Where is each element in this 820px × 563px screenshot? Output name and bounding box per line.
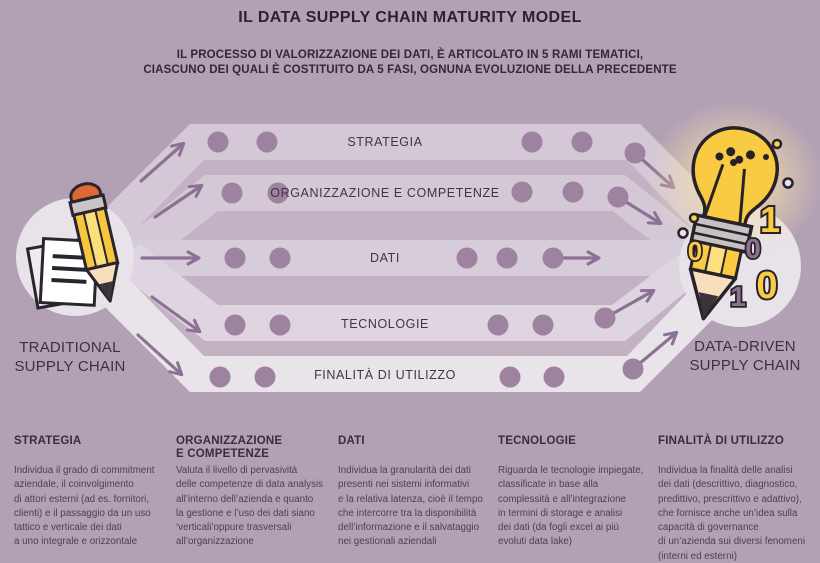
phase-dot: [594, 307, 616, 329]
binary-digit: 1: [760, 199, 780, 240]
pencil-paper-icon: [25, 182, 120, 310]
phase-dot: [267, 182, 289, 204]
phase-dot: [221, 182, 243, 204]
flow-arrow: [139, 141, 186, 183]
phase-dot: [487, 314, 509, 336]
phase-dot: [543, 366, 565, 388]
binary-digit: 0: [688, 236, 702, 266]
legend-heading: TECNOLOGIE: [498, 435, 577, 447]
legend-column-finalita: FINALITÀ DI UTILIZZO Individua la finali…: [658, 435, 816, 563]
phase-dot: [624, 142, 646, 164]
branch-label-organizzazione: ORGANIZZAZIONE E COMPETENZE: [270, 186, 500, 200]
legend-body: Valuta il livello di pervasività delle c…: [176, 465, 324, 548]
page-subtitle: IL PROCESSO DI VALORIZZAZIONE DEI DATI, …: [143, 49, 677, 76]
flow-arrow: [153, 183, 204, 219]
phase-dots: [207, 131, 646, 388]
phase-dot: [224, 314, 246, 336]
branch-band-tecnologie: [112, 244, 702, 341]
page-title: IL DATA SUPPLY CHAIN MATURITY MODEL: [238, 9, 582, 26]
phase-dot: [499, 366, 521, 388]
phase-dot: [269, 247, 291, 269]
phase-dot: [224, 247, 246, 269]
phase-dot: [511, 181, 533, 203]
legend-body: Individua la finalità delle analisi dei …: [658, 465, 806, 562]
binary-digit: 0: [756, 265, 777, 307]
flow-arrow: [150, 295, 202, 334]
branch-label-tecnologie: TECNOLOGIE: [341, 317, 429, 331]
start-arrows: [136, 141, 204, 377]
legend-heading: DATI: [338, 435, 365, 447]
branch-band-dati: [104, 240, 712, 276]
phase-dot: [256, 131, 278, 153]
phase-dot: [269, 314, 291, 336]
phase-dot: [607, 186, 629, 208]
phase-dot: [562, 181, 584, 203]
filament: [715, 147, 755, 167]
sparkle-dot: [782, 177, 794, 189]
flow-arrow: [136, 333, 184, 377]
phase-dot: [571, 131, 593, 153]
sparkle-dot: [771, 138, 783, 150]
phase-dot: [532, 314, 554, 336]
phase-dot: [521, 131, 543, 153]
sparkle-dot: [677, 227, 689, 239]
branch-label-strategia: STRATEGIA: [347, 135, 423, 149]
data-driven-node-label: DATA-DRIVEN SUPPLY CHAIN: [689, 338, 801, 374]
sparkle-dot: [763, 154, 769, 160]
pencil: [68, 182, 120, 303]
legend-column-dati: DATI Individua la granularità dei dati p…: [338, 435, 496, 550]
legend-column-tecnologie: TECNOLOGIE Riguarda le tecnologie impieg…: [498, 435, 656, 550]
phase-dot: [254, 366, 276, 388]
legend-heading: STRATEGIA: [14, 435, 82, 447]
branch-band-finalita: [98, 274, 722, 392]
binary-digit: 1: [730, 281, 746, 312]
phase-dot: [456, 247, 478, 269]
legend-heading: ORGANIZZAZIONE E COMPETENZE: [176, 435, 283, 460]
binary-digits: 1 0 0 0 1: [686, 197, 782, 314]
legend-body: Individua il grado di commitment azienda…: [14, 465, 155, 548]
branch-label-dati: DATI: [370, 251, 400, 265]
sparkle-dot: [688, 212, 700, 224]
legend-column-strategia: STRATEGIA Individua il grado di commitme…: [14, 435, 172, 550]
legend-body: Individua la granularità dei dati presen…: [338, 465, 483, 548]
branch-label-finalita: FINALITÀ DI UTILIZZO: [314, 368, 456, 382]
legend-column-organizzazione: ORGANIZZAZIONE E COMPETENZE Valuta il li…: [176, 435, 336, 550]
phase-dot: [207, 131, 229, 153]
binary-digit: 0: [745, 233, 761, 264]
legend-heading: FINALITÀ DI UTILIZZO: [658, 435, 785, 447]
lightbulb-pencil-icon: 1 0 0 0 1: [677, 126, 794, 321]
branch-band-strategia: [98, 124, 722, 242]
branch-band-organizzazione: [112, 175, 702, 272]
traditional-node-label: TRADITIONAL SUPPLY CHAIN: [14, 339, 126, 375]
phase-dot: [496, 247, 518, 269]
phase-dot: [542, 247, 564, 269]
legend-body: Riguarda le tecnologie impiegate, classi…: [498, 465, 644, 548]
phase-dot: [209, 366, 231, 388]
phase-dot: [622, 358, 644, 380]
